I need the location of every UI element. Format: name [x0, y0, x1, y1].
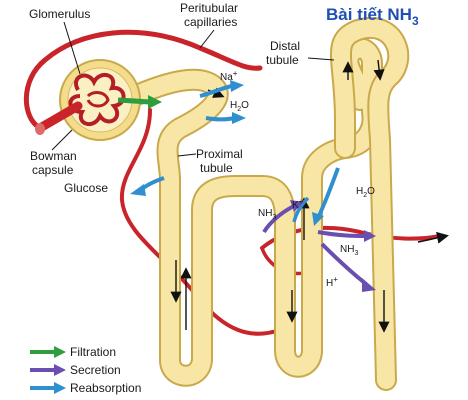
- label-glucose: Glucose: [64, 181, 108, 195]
- reabsorption-k-arrow: [292, 196, 310, 223]
- label-h2o-right: H2O: [356, 186, 375, 199]
- label-bowman-1: Bowman: [30, 149, 77, 163]
- label-nh3-right: NH3: [340, 244, 358, 257]
- label-distal-1: Distal: [270, 39, 300, 53]
- secretion-h-arrow: [320, 242, 376, 292]
- diagram-title: Bài tiết NH3: [326, 5, 419, 28]
- label-h2o-top: H2O: [230, 100, 249, 113]
- legend-label-secretion: Secretion: [70, 363, 121, 377]
- secretion-nh3-left-arrow: [262, 200, 304, 234]
- legend-label-filtration: Filtration: [70, 345, 116, 359]
- legend: Filtration Secretion Reabsorption: [30, 345, 141, 395]
- tubule-system: [119, 17, 410, 391]
- label-nh3-left: NH3: [258, 208, 276, 221]
- label-k: K+: [292, 197, 304, 211]
- label-h: H+: [326, 275, 338, 289]
- legend-reabsorption: Reabsorption: [30, 381, 141, 395]
- label-glomerulus: Glomerulus: [29, 7, 90, 21]
- legend-label-reabsorption: Reabsorption: [70, 381, 141, 395]
- label-distal-2: tubule: [266, 53, 299, 67]
- legend-filtration: Filtration: [30, 345, 116, 359]
- label-proximal-1: Proximal: [196, 147, 243, 161]
- label-peritubular-1: Peritubular: [180, 1, 238, 15]
- label-na: Na+: [220, 69, 238, 83]
- reabsorption-h2o-arrow: [205, 112, 246, 124]
- reabsorption-glucose-arrow: [130, 176, 165, 196]
- filtration-arrow: [117, 95, 162, 109]
- label-proximal-2: tubule: [200, 161, 233, 175]
- glomerulus: [35, 72, 126, 135]
- secretion-nh3-right-arrow: [317, 230, 376, 242]
- label-peritubular-2: capillaries: [184, 15, 237, 29]
- reabsorption-na-arrow: [199, 80, 244, 98]
- label-bowman-2: capsule: [32, 163, 74, 177]
- legend-secretion: Secretion: [30, 363, 121, 377]
- reabsorption-h2o-distal-arrow: [312, 167, 340, 226]
